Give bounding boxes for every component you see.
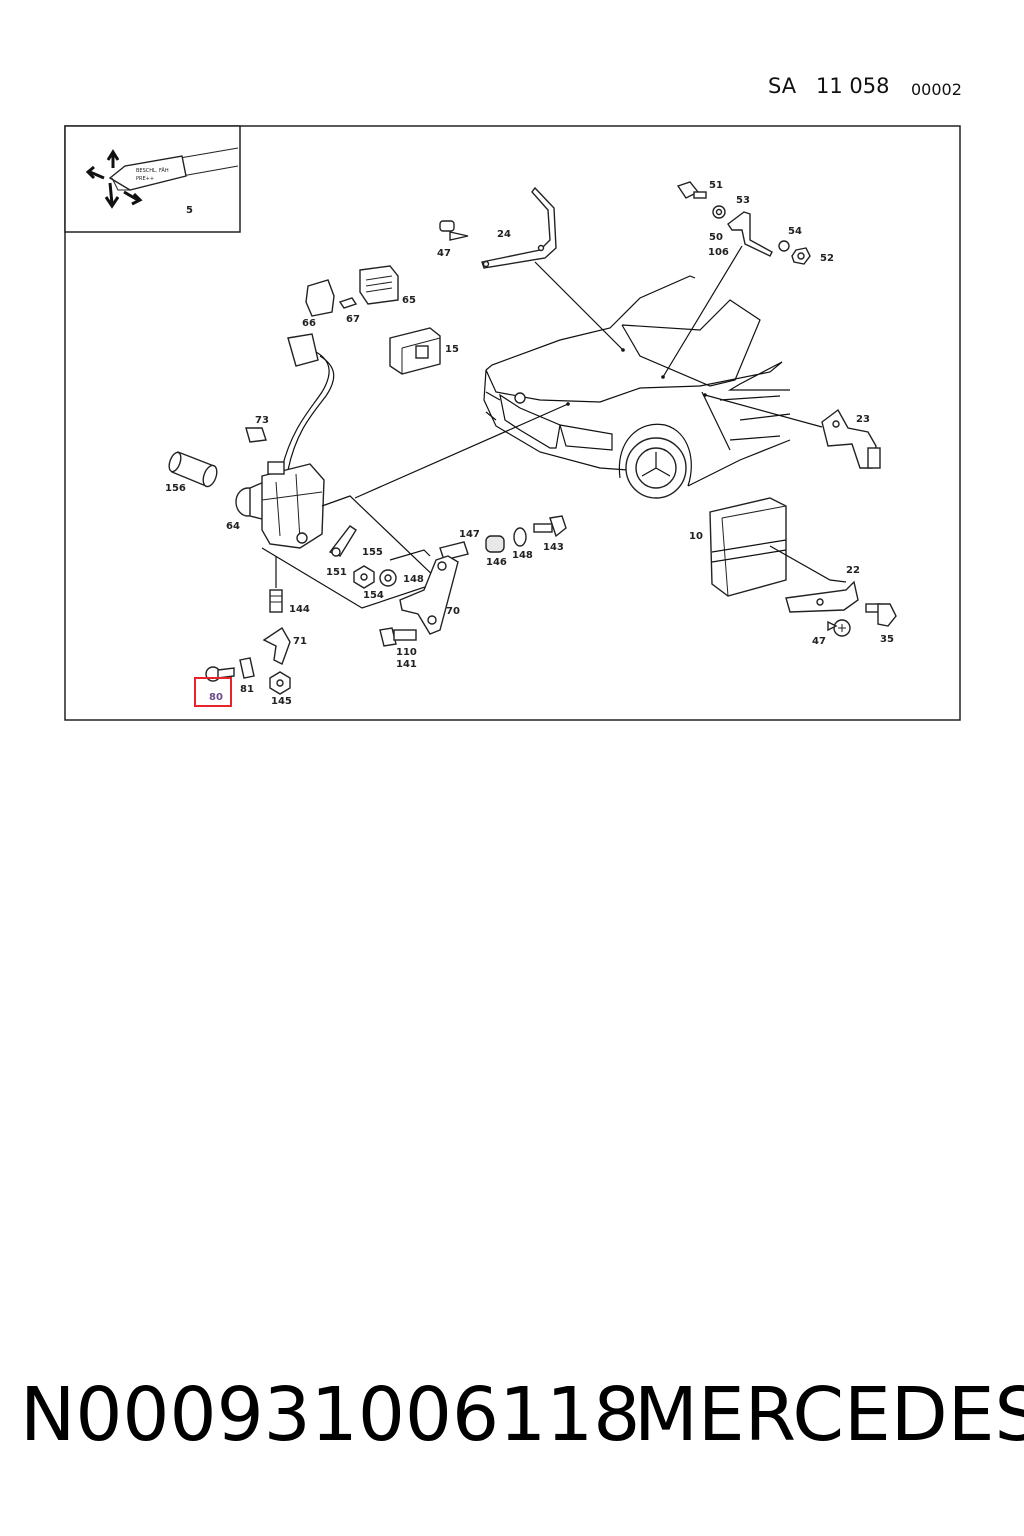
label-47-top: 47 [437, 248, 451, 259]
control-unit-10 [709, 497, 787, 597]
label-51: 51 [709, 180, 723, 191]
footer-brand: MERCEDES [634, 1372, 1024, 1458]
part-labels: 5 51 53 24 47 50 106 54 52 65 67 66 15 7… [165, 180, 894, 707]
stalk-text-2: PRE++ [136, 176, 154, 182]
bracket-70 [399, 555, 459, 635]
label-47-bottom: 47 [812, 636, 826, 647]
relay-65 [359, 265, 399, 305]
car-illustration [483, 275, 791, 499]
label-145: 145 [271, 696, 292, 707]
label-24: 24 [497, 229, 511, 240]
label-155: 155 [362, 547, 383, 558]
label-54: 54 [788, 226, 802, 237]
module-15 [389, 327, 441, 375]
bracket-23 [821, 408, 881, 469]
label-65: 65 [402, 295, 416, 306]
diagram-frame [64, 125, 961, 721]
cylinder-156 [168, 451, 218, 488]
label-143: 143 [543, 542, 564, 553]
label-144: 144 [289, 604, 310, 615]
label-81: 81 [240, 684, 254, 695]
bolt-51 [676, 181, 707, 199]
stud-144 [269, 556, 283, 613]
stalk-text-1: BESCHL. FÄH [136, 167, 169, 174]
label-71: 71 [293, 636, 307, 647]
label-110: 110 [396, 647, 417, 658]
bracket-53 [727, 211, 773, 257]
label-15: 15 [445, 344, 459, 355]
label-23: 23 [856, 414, 870, 425]
label-52: 52 [820, 253, 834, 264]
clip-81 [239, 657, 255, 679]
header-sheet-number: 00002 [911, 80, 962, 99]
label-148-a: 148 [512, 550, 533, 561]
pin-67 [338, 297, 358, 309]
label-50: 50 [709, 232, 723, 243]
label-67: 67 [346, 314, 360, 325]
label-5: 5 [186, 205, 193, 216]
bolt-143 [533, 515, 567, 538]
washer-54 [778, 240, 790, 252]
label-106: 106 [708, 247, 729, 258]
plug-66 [305, 279, 335, 317]
label-66: 66 [302, 318, 316, 329]
footer-part-number: N000931006118 [20, 1372, 641, 1458]
header-group-number: 11 058 [816, 74, 890, 98]
washer-148a [513, 527, 527, 547]
label-156: 156 [165, 483, 186, 494]
screw-47-bottom [827, 619, 851, 637]
label-154: 154 [363, 590, 384, 601]
inset-frame [64, 125, 241, 233]
cable-connector [281, 333, 335, 471]
label-146: 146 [486, 557, 507, 568]
actuator-64 [235, 461, 325, 549]
pin-147 [439, 541, 469, 561]
label-22: 22 [846, 565, 860, 576]
bolt-35 [865, 603, 897, 627]
label-10: 10 [689, 531, 703, 542]
label-148-b: 148 [403, 574, 424, 585]
clip-73 [245, 427, 267, 443]
label-35: 35 [880, 634, 894, 645]
header-sa: SA [768, 74, 797, 98]
bracket-22 [785, 580, 859, 613]
stalk-switch-illustration: BESCHL. FÄH PRE++ [85, 147, 239, 209]
parts-diagram: BESCHL. FÄH PRE++ [64, 125, 961, 721]
label-53: 53 [736, 195, 750, 206]
label-151: 151 [326, 567, 347, 578]
bushing-146 [485, 535, 505, 553]
label-73: 73 [255, 415, 269, 426]
leader-lines [354, 245, 823, 499]
label-80: 80 [209, 692, 223, 703]
label-141: 141 [396, 659, 417, 670]
label-64: 64 [226, 521, 240, 532]
label-147: 147 [459, 529, 480, 540]
label-70: 70 [446, 606, 460, 617]
bracket-24 [481, 186, 557, 269]
bracket-71 [262, 627, 291, 665]
highlight-box-80 [194, 677, 232, 707]
screw-47-top [439, 220, 469, 241]
bolt-110 [379, 627, 417, 647]
